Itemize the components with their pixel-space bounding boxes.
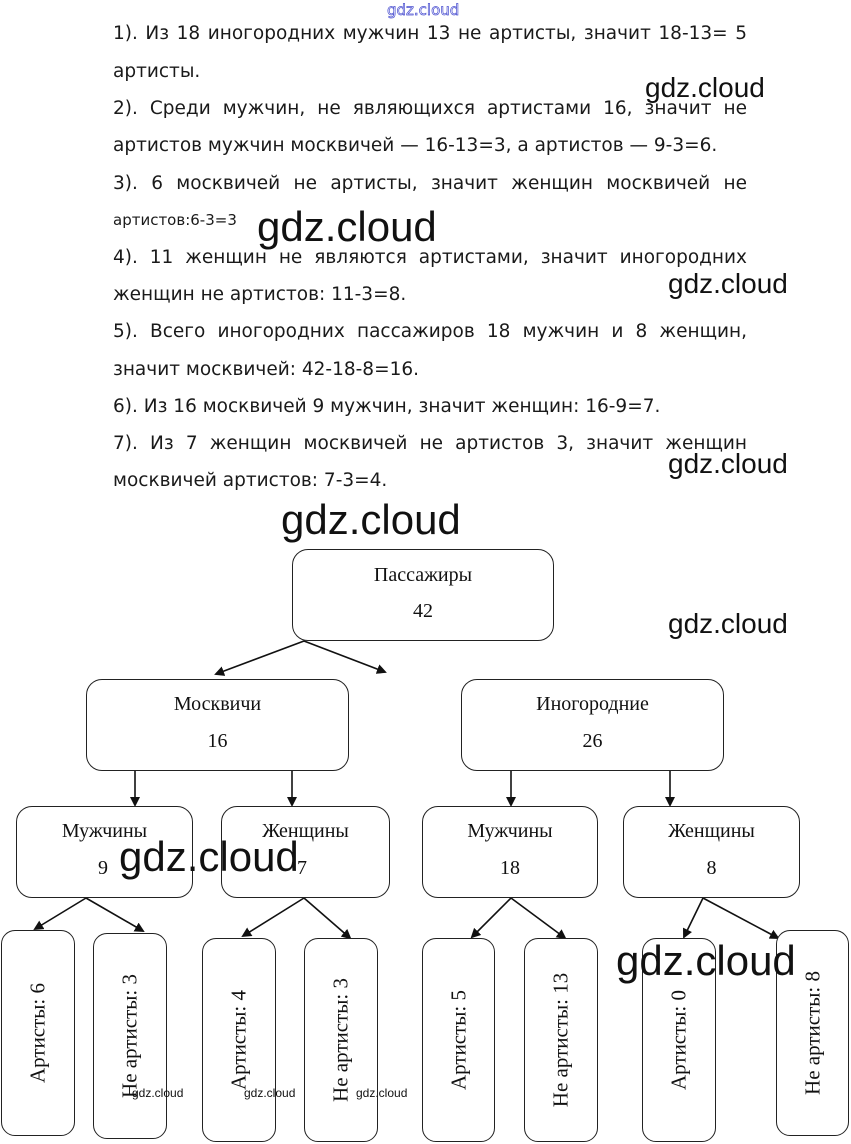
node-passengers-label: Пассажиры xyxy=(373,564,473,586)
leaf-moscow-women-artists: Артисты: 4 xyxy=(202,938,276,1142)
watermark: gdz.cloud xyxy=(281,496,461,543)
step-5-line-2: значит москвичей: 42-18-8=16. xyxy=(113,359,419,380)
leaf-moscow-women-nonartists: Не артисты: 3 xyxy=(304,938,378,1142)
arrow-men9-to-nonartists xyxy=(85,897,145,933)
leaf-label: Не артисты: 3 xyxy=(328,978,353,1102)
leaf-label: Не артисты: 8 xyxy=(800,971,824,1095)
node-moscow-women: Женщины 7 xyxy=(221,806,390,898)
arrow-women8-to-artists xyxy=(683,897,704,939)
node-moscow-women-value: 7 xyxy=(297,857,307,879)
node-moscow-men: Мужчины 9 xyxy=(16,806,193,898)
arrow-men18-to-nonartists xyxy=(510,897,567,940)
step-4-line-1: 4). 11 женщин не являются артистами, зна… xyxy=(113,247,747,268)
step-2-line-1: 2). Среди мужчин, не являющихся артистам… xyxy=(113,98,747,119)
watermark-top: gdz.cloud xyxy=(387,1,460,20)
node-other-men-value: 18 xyxy=(500,857,520,879)
node-nonresidents-label: Иногородние xyxy=(536,693,649,715)
step-3-line-2: артистов:6-3=3 xyxy=(113,211,237,229)
node-nonresidents-value: 26 xyxy=(582,730,603,752)
watermark: gdz.cloud xyxy=(616,937,796,984)
node-muscovites: Москвичи 16 xyxy=(86,679,349,771)
node-nonresidents: Иногородние 26 xyxy=(461,679,724,771)
watermark: gdz.cloud xyxy=(645,72,765,103)
watermark: gdz.cloud xyxy=(356,1086,408,1100)
node-other-women-value: 8 xyxy=(706,857,717,879)
node-passengers-value: 42 xyxy=(413,600,433,622)
node-muscovites-value: 16 xyxy=(207,730,228,752)
leaf-label: Артисты: 0 xyxy=(666,990,691,1090)
leaf-other-women-artists: Артисты: 0 xyxy=(642,938,716,1142)
watermark: gdz.cloud xyxy=(119,833,299,880)
arrow-men18-to-artists xyxy=(470,897,512,939)
node-other-women: Женщины 8 xyxy=(623,806,800,898)
leaf-label: Артисты: 5 xyxy=(446,990,470,1090)
arrow-women7-to-nonartists xyxy=(303,897,352,940)
node-passengers: Пассажиры 42 xyxy=(292,549,554,641)
node-other-women-label: Женщины xyxy=(668,820,755,842)
arrow-root-to-other xyxy=(303,640,387,674)
arrow-women7-to-artists xyxy=(241,897,305,938)
arrow-men9-to-artists xyxy=(33,897,87,931)
step-5-line-1: 5). Всего иногородних пассажиров 18 мужч… xyxy=(113,321,747,342)
arrow-women8-to-nonartists xyxy=(702,897,780,939)
watermark: gdz.cloud xyxy=(668,608,788,639)
step-7-line-1: 7). Из 7 женщин москвичей не артистов 3,… xyxy=(113,433,747,454)
leaf-moscow-men-nonartists: Не артисты: 3 xyxy=(93,933,167,1139)
node-moscow-men-value: 9 xyxy=(98,857,108,879)
step-1-line-2: артисты. xyxy=(113,61,201,82)
step-1-line-1: 1). Из 18 иногородних мужчин 13 не артис… xyxy=(113,23,747,44)
step-7-line-2: москвичей артистов: 7-3=4. xyxy=(113,470,388,491)
leaf-moscow-men-artists: Артисты: 6 xyxy=(1,930,75,1136)
node-moscow-men-label: Мужчины xyxy=(61,820,148,842)
arrow-root-to-moscow xyxy=(214,640,305,676)
node-moscow-women-label: Женщины xyxy=(262,820,349,842)
leaf-label: Не артисты: 3 xyxy=(117,974,142,1098)
watermark: gdz.cloud xyxy=(132,1086,184,1100)
watermark: gdz.cloud xyxy=(668,268,788,299)
leaf-other-women-nonartists: Не артисты: 8 xyxy=(776,930,849,1136)
step-4-line-2: женщин не артистов: 11-3=8. xyxy=(113,284,407,305)
leaf-label: Артисты: 6 xyxy=(25,983,50,1083)
watermark: gdz.cloud xyxy=(257,203,437,250)
leaf-label: Артисты: 4 xyxy=(226,990,251,1090)
leaf-other-men-nonartists: Не артисты: 13 xyxy=(524,938,598,1142)
step-6-line-1: 6). Из 16 москвичей 9 мужчин, значит жен… xyxy=(113,396,661,417)
step-2-line-2: артистов мужчин москвичей — 16-13=3, а а… xyxy=(113,135,718,156)
node-other-men-label: Мужчины xyxy=(467,820,553,842)
leaf-label: Не артисты: 13 xyxy=(548,972,573,1108)
leaf-other-men-artists: Артисты: 5 xyxy=(422,938,495,1142)
node-other-men: Мужчины 18 xyxy=(422,806,598,898)
node-muscovites-label: Москвичи xyxy=(173,693,262,715)
watermark: gdz.cloud xyxy=(244,1086,296,1100)
watermark: gdz.cloud xyxy=(668,448,788,479)
step-3-line-1: 3). 6 москвичей не артисты, значит женщи… xyxy=(113,173,747,194)
